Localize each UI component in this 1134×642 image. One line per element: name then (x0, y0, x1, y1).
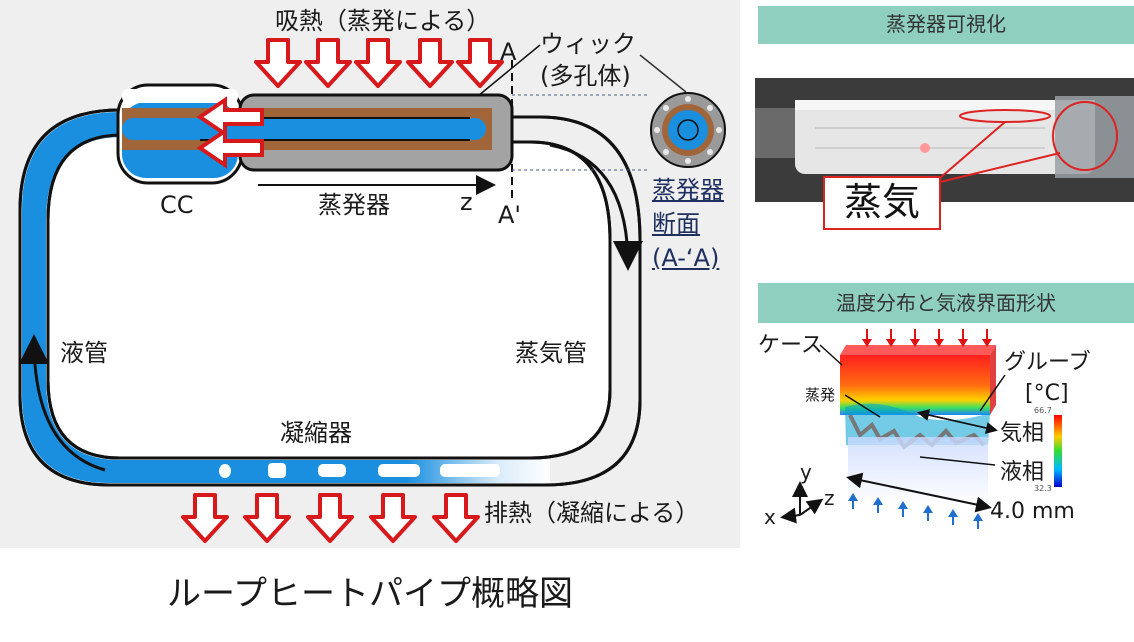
vapor-flow-arrow (549, 143, 643, 271)
wick-label: ウィック (540, 30, 636, 58)
heat-absorption-label: 吸熱（蒸発による） (275, 7, 491, 35)
diagram-caption: ループヒートパイプ概略図 (167, 574, 573, 614)
scale-max-label: 66.7 (1034, 406, 1052, 415)
visualization-header: 蒸発器可視化 (758, 6, 1134, 44)
cc-label: CC (160, 191, 194, 219)
cross-section (650, 92, 726, 168)
cross-section-label-2: 断面 (652, 210, 700, 238)
cross-section-label-1: 蒸発器 (652, 176, 724, 204)
heat-rejection-label: 排熱（凝縮による） (484, 499, 700, 527)
section-a-prime-label: A' (498, 201, 522, 229)
liquid-phase-label: 液相 (1000, 460, 1045, 485)
wick-leader (477, 44, 541, 97)
axis-y-label: y (800, 460, 812, 484)
axis-z-label: z (824, 486, 835, 510)
vapor-phase-label: 気相 (1000, 421, 1045, 446)
simulation-header: 温度分布と気液界面形状 (758, 283, 1134, 323)
axis-x-label: x (764, 505, 776, 529)
scale-min-label: 32.3 (1034, 484, 1052, 493)
heat-out-arrows (181, 493, 480, 543)
evaporator-photo (755, 78, 1134, 202)
evaporator-label: 蒸発器 (318, 191, 390, 219)
vapor-callout: 蒸気 (823, 176, 941, 230)
cross-section-label-3: (A-‘A) (652, 244, 720, 272)
liquid-line-label: 液管 (60, 339, 108, 367)
heat-in-arrows (254, 38, 504, 88)
loop-inner (46, 133, 612, 460)
simulation-figure: ケース グルーブ [°C] 蒸発 気相 液相 66.7 32.3 4.0 mm … (750, 325, 1134, 638)
liquid-flow-arrow (19, 334, 106, 472)
loop-heat-pipe-diagram: 吸熱（蒸発による） ウィック (多孔体) A CC 蒸発器 z A' 蒸発器 断… (0, 0, 740, 548)
case-label: ケース (758, 333, 823, 358)
section-a-label: A (500, 38, 517, 66)
condenser-bubbles (219, 463, 500, 478)
groove-label: グルーブ (1004, 350, 1091, 375)
temperature-unit-label: [°C] (1025, 381, 1069, 406)
porous-label: (多孔体) (540, 62, 631, 90)
evaporation-label: 蒸発 (805, 386, 836, 404)
z-axis-label: z (460, 188, 473, 216)
vapor-line-label: 蒸気管 (515, 339, 587, 367)
length-label: 4.0 mm (990, 499, 1075, 524)
diagram-svg (18, 38, 726, 543)
liquid-line-fill (22, 112, 300, 483)
liquid-core (122, 118, 486, 140)
condenser-label: 凝縮器 (280, 419, 352, 447)
cc-arrow-2 (196, 127, 264, 169)
